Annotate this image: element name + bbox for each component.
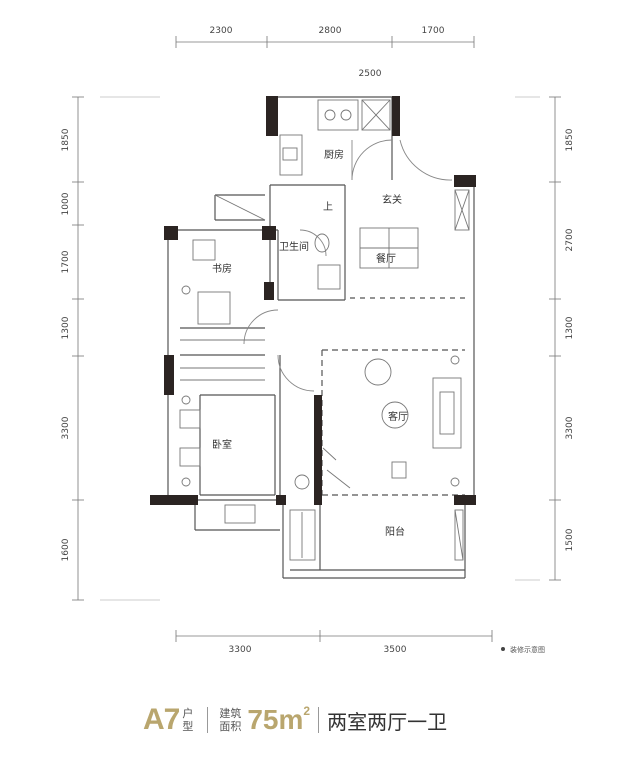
dim-right-4: 3300 [565, 416, 575, 439]
dim-top-1: 2300 [210, 26, 233, 36]
dim-left-3: 1700 [61, 250, 71, 273]
area-label-line-2: 面积 [219, 720, 242, 733]
dim-bottom-1: 3300 [229, 645, 252, 655]
room-label-kitchen: 厨房 [324, 148, 344, 161]
dim-top-3: 1700 [422, 26, 445, 36]
room-label-study: 书房 [212, 262, 232, 275]
area-value: 75m2 [247, 704, 310, 736]
plan-caption: A7 户 型 建筑 面积 75m2 两室两厅一卫 [143, 700, 447, 740]
room-label-balcony: 阳台 [385, 525, 405, 538]
floor-plan: 2300 2800 1700 2500 1850 1000 1700 1300 … [61, 26, 575, 655]
caption-divider-2 [318, 707, 320, 733]
room-label-living: 客厅 [388, 410, 408, 423]
plant-icon [294, 474, 310, 490]
area-number: 75m [247, 704, 304, 735]
dim-left-1: 1850 [61, 128, 71, 151]
room-label-dining: 餐厅 [376, 252, 396, 265]
unit-type-line-1: 户 [182, 707, 194, 720]
room-label-entry: 玄关 [382, 193, 402, 206]
area-unit-sup: 2 [303, 704, 311, 718]
dimension-lines [72, 36, 561, 642]
armchair-icon [364, 358, 392, 386]
room-label-bedroom: 卧室 [212, 438, 232, 451]
dim-right-3: 1300 [565, 316, 575, 339]
unit-code: A7 [143, 703, 180, 736]
dim-left-6: 1600 [61, 538, 71, 561]
study-chair-icon [192, 239, 216, 261]
dim-left-5: 3300 [61, 416, 71, 439]
area-label: 建筑 面积 [219, 707, 241, 733]
furniture [179, 99, 470, 561]
dim-right-2: 2700 [565, 228, 575, 251]
caption-divider [207, 707, 209, 733]
dim-left-2: 1000 [61, 192, 71, 215]
area-label-line-1: 建筑 [219, 707, 242, 720]
door-swings [243, 139, 453, 392]
washer-icon [289, 509, 316, 561]
room-label-bathroom: 卫生间 [279, 240, 309, 253]
dim-bottom-2: 3500 [384, 645, 407, 655]
unit-type-label: 户 型 [182, 707, 193, 733]
dim-top-inner: 2500 [359, 69, 382, 79]
room-label-storage: 上 [323, 201, 333, 213]
dim-left-4: 1300 [61, 316, 71, 339]
thin-walls [167, 96, 475, 579]
unit-type-line-2: 型 [182, 720, 194, 733]
thick-walls [150, 96, 476, 505]
toilet-icon [314, 233, 330, 253]
stove-burner-icon [324, 109, 336, 121]
pillow-icon [179, 409, 201, 429]
layout-description: 两室两厅一卫 [327, 709, 448, 734]
dim-top-2: 2800 [319, 26, 342, 36]
dim-right-1: 1850 [565, 128, 575, 151]
dim-right-5: 1500 [565, 528, 575, 551]
note-bullet-icon [501, 647, 505, 651]
rendering-note: 装修示意图 [510, 645, 545, 654]
